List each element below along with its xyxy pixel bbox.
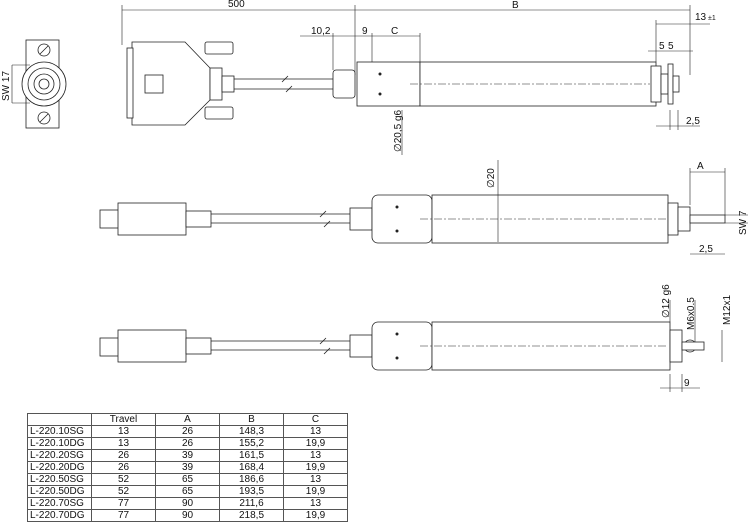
table-cell: 26 bbox=[91, 449, 156, 462]
table-cell: 26 bbox=[155, 437, 220, 450]
dim-a: A bbox=[697, 161, 704, 172]
table-cell: 52 bbox=[91, 473, 156, 486]
table-cell: 13 bbox=[283, 449, 348, 462]
dim-2-5-mid: 2,5 bbox=[699, 244, 713, 255]
table-cell: 19,9 bbox=[283, 437, 348, 450]
table-cell: 13 bbox=[283, 425, 348, 438]
table-cell: 13 bbox=[283, 473, 348, 486]
table-cell: 26 bbox=[155, 425, 220, 438]
dim-13-tolerance: ±1 bbox=[708, 15, 716, 22]
thread-m12: M12x1 bbox=[722, 295, 733, 325]
dia-20-5: ∅20,5 g6 bbox=[393, 109, 404, 152]
model-cell: L-220.10DG bbox=[27, 437, 92, 450]
dim-2-5-top: 2,5 bbox=[686, 116, 700, 127]
dim-5b: 5 bbox=[668, 41, 674, 52]
table-cell: 90 bbox=[155, 497, 220, 510]
table-cell: 161,5 bbox=[219, 449, 284, 462]
table-cell: 193,5 bbox=[219, 485, 284, 498]
dim-9-bottom: 9 bbox=[684, 378, 690, 389]
table-cell: 211,6 bbox=[219, 497, 284, 510]
table-header: B bbox=[219, 413, 284, 426]
dimension-lines-top bbox=[121, 5, 710, 155]
table-header: C bbox=[283, 413, 348, 426]
sw17-label: SW 17 bbox=[1, 71, 12, 101]
model-cell: L-220.50DG bbox=[27, 485, 92, 498]
connector-end-view bbox=[11, 39, 67, 129]
model-cell: L-220.70DG bbox=[27, 509, 92, 522]
table-cell: 13 bbox=[91, 425, 156, 438]
model-cell: L-220.20DG bbox=[27, 461, 92, 474]
table-header: Travel bbox=[91, 413, 156, 426]
model-cell: L-220.70SG bbox=[27, 497, 92, 510]
table-cell: 65 bbox=[155, 473, 220, 486]
sw7-label: SW 7 bbox=[738, 210, 749, 235]
technical-drawing: SW 17 500 B 13 ±1 10,2 9 C 5 5 2,5 ∅20,5… bbox=[1, 0, 749, 392]
table-cell: 77 bbox=[91, 509, 156, 522]
table-cell: 90 bbox=[155, 509, 220, 522]
dim-9-top: 9 bbox=[362, 26, 368, 37]
sensor-top-view bbox=[126, 41, 680, 126]
dim-c: C bbox=[391, 26, 398, 37]
table-cell: 13 bbox=[283, 497, 348, 510]
sensor-middle-view bbox=[99, 160, 748, 255]
dim-13: 13 bbox=[695, 12, 707, 23]
dim-500: 500 bbox=[228, 0, 245, 10]
table-cell: 77 bbox=[91, 497, 156, 510]
dim-10-2: 10,2 bbox=[311, 26, 331, 37]
model-cell: L-220.20SG bbox=[27, 449, 92, 462]
table-cell: 19,9 bbox=[283, 485, 348, 498]
thread-m6: M6x0.5 bbox=[686, 297, 697, 330]
sensor-bottom-view bbox=[99, 300, 723, 392]
table-cell: 39 bbox=[155, 461, 220, 474]
dim-5a: 5 bbox=[659, 41, 665, 52]
table-cell: 155,2 bbox=[219, 437, 284, 450]
table-cell: 186,6 bbox=[219, 473, 284, 486]
table-cell: 148,3 bbox=[219, 425, 284, 438]
table-cell: 19,9 bbox=[283, 509, 348, 522]
table-header bbox=[27, 413, 92, 426]
table-cell: 39 bbox=[155, 449, 220, 462]
table-cell: 52 bbox=[91, 485, 156, 498]
table-cell: 218,5 bbox=[219, 509, 284, 522]
table-header-row: Travel A B C bbox=[27, 413, 348, 426]
table-cell: 13 bbox=[91, 437, 156, 450]
model-cell: L-220.10SG bbox=[27, 425, 92, 438]
dim-b: B bbox=[512, 0, 519, 11]
model-cell: L-220.50SG bbox=[27, 473, 92, 486]
dia-12: ∅12 g6 bbox=[661, 284, 672, 318]
table-cell: 168,4 bbox=[219, 461, 284, 474]
dia-20: ∅20 bbox=[486, 168, 497, 188]
table-header: A bbox=[155, 413, 220, 426]
table-cell: 19,9 bbox=[283, 461, 348, 474]
table-cell: 26 bbox=[91, 461, 156, 474]
table-cell: 65 bbox=[155, 485, 220, 498]
